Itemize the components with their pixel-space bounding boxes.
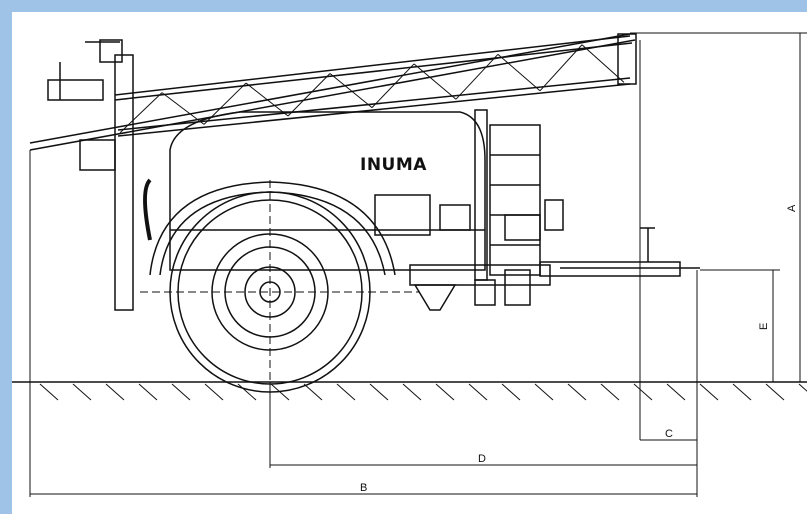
ground-hatch — [237, 383, 257, 401]
ground-hatch — [534, 383, 554, 401]
drawbar — [539, 227, 700, 277]
ground-hatch — [435, 383, 455, 401]
boom-truss-member — [329, 73, 373, 108]
ground-hatch — [171, 383, 191, 401]
ground-hatch — [369, 383, 389, 401]
dimension-label-b: B — [360, 482, 367, 494]
ground-hatch — [732, 383, 752, 401]
equipment — [374, 194, 564, 311]
mast — [47, 39, 134, 311]
boom-truss-member — [413, 63, 457, 100]
wheel — [140, 180, 420, 393]
boom-truss-member — [161, 92, 205, 125]
ground-hatch — [468, 383, 488, 401]
ground-hatch — [798, 383, 807, 392]
ground — [12, 381, 807, 401]
dimension-lines — [29, 32, 807, 497]
ground-hatch — [633, 383, 653, 401]
boom-truss-member — [497, 53, 541, 92]
boom-truss-member — [245, 82, 289, 117]
ground-hatch — [105, 383, 125, 401]
boom-arm — [29, 33, 637, 151]
ground-hatch — [39, 383, 59, 401]
ground-hatch — [699, 383, 719, 401]
brand-label: INUMA — [360, 155, 427, 175]
ground-hatch — [138, 383, 158, 401]
dimension-label-d: D — [478, 453, 486, 465]
dimension-label-e: E — [758, 323, 770, 330]
ground-hatch — [501, 383, 521, 401]
ground-hatch — [765, 383, 785, 401]
ground-hatch — [336, 383, 356, 401]
tank-body — [143, 111, 486, 271]
ground-hatch — [666, 383, 686, 401]
ground-hatch — [567, 383, 587, 401]
ground-hatch — [72, 383, 92, 401]
boom-truss-member — [455, 53, 499, 100]
dimension-label-c: C — [665, 428, 673, 440]
ground-hatch — [303, 383, 323, 401]
ground-hatch — [204, 383, 224, 401]
ground-hatch — [600, 383, 620, 401]
dimension-label-a: A — [786, 204, 798, 212]
drawing-sheet — [12, 12, 807, 514]
boom-truss-member — [581, 44, 625, 83]
boom-truss-member — [119, 92, 163, 134]
boom-truss-member — [287, 73, 331, 117]
boom-truss-member — [371, 63, 415, 108]
boom-truss-member — [539, 44, 583, 92]
ground-hatch — [402, 383, 422, 401]
